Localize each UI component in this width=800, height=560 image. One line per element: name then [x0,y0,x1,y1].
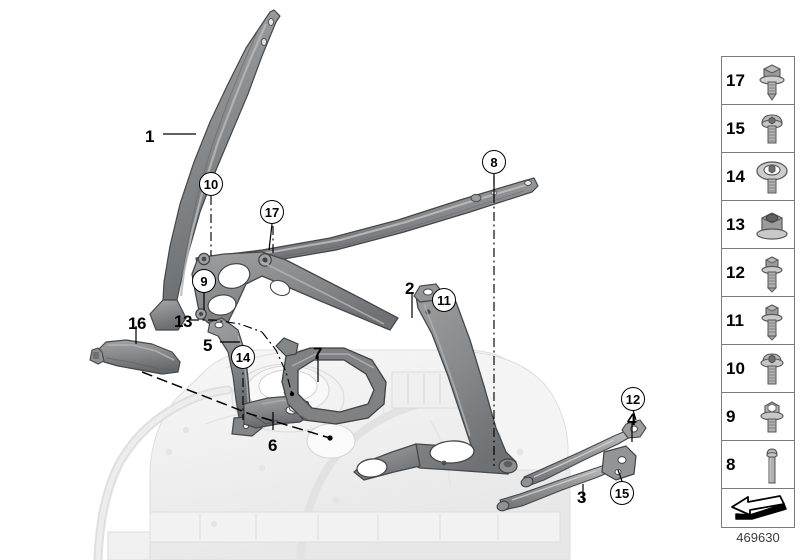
fastener-legend-panel: 17 15 [721,56,795,490]
callout-circled-14[interactable]: 14 [231,345,255,369]
torx-pan-head-bolt-icon [750,105,794,152]
part-3-tie-rod-lower [496,445,637,512]
hex-head-bolt-with-flange-washer-icon [750,57,794,104]
callout-circled-10[interactable]: 10 [199,172,223,196]
forward-direction-arrow-icon [731,495,787,520]
legend-number-10: 10 [726,358,745,378]
legend-number-8: 8 [726,455,736,474]
callout-2[interactable]: 2 [405,279,414,298]
legend-row-9[interactable]: 9 [722,393,794,441]
part-1-cowl-brace [149,9,281,331]
part-16-curved-bracket [89,339,181,375]
torx-large-flange-bolt-icon [750,153,794,200]
legend-number-9: 9 [726,406,736,426]
callout-circled-9[interactable]: 9 [192,269,216,293]
exploded-parts-diagram [89,9,647,560]
legend-row-13[interactable]: 13 [722,201,794,249]
part-7-ring-reinforcement [275,337,387,425]
legend-row-17[interactable]: 17 [722,57,794,105]
callout-circled-17[interactable]: 17 [260,200,284,224]
legend-row-15[interactable]: 15 [722,105,794,153]
callout-circled-12[interactable]: 12 [621,387,645,411]
leader-lines-solid [135,133,633,500]
legend-number-12: 12 [726,262,745,282]
legend-row-14[interactable]: 14 [722,153,794,201]
callout-3[interactable]: 3 [577,488,586,507]
callout-circled-8[interactable]: 8 [482,150,506,174]
callout-circled-15[interactable]: 15 [610,481,634,505]
hex-head-long-bolt-icon [750,441,794,489]
torx-flange-bolt-icon [750,345,794,392]
legend-number-13: 13 [726,214,745,234]
legend-number-14: 14 [726,166,745,186]
diagram-id-number: 469630 [736,530,780,545]
orientation-arrow-box [721,488,795,528]
callout-5[interactable]: 5 [203,336,212,355]
callout-13[interactable]: 13 [174,312,192,331]
callout-4[interactable]: 4 [627,410,636,429]
part-16-install-path [141,371,333,441]
callout-1[interactable]: 1 [145,127,154,146]
path-endpoint-dot [289,391,295,397]
part-4-tie-rod-upper [520,419,647,488]
axis-dash-dot-lines [210,176,495,466]
hex-flange-bolt-icon [750,249,794,296]
hex-flange-bolt-icon [750,297,794,344]
legend-number-17: 17 [726,70,745,90]
torx-flange-bolt-short-icon [750,393,794,440]
callout-circled-11[interactable]: 11 [432,288,456,312]
part-2-right-tower-brace [353,283,518,481]
callout-16[interactable]: 16 [128,314,146,333]
callout-7[interactable]: 7 [313,344,322,363]
legend-number-15: 15 [726,118,745,138]
legend-row-12[interactable]: 12 [722,249,794,297]
legend-row-8[interactable]: 8 [722,441,794,489]
hex-flange-nut-icon [750,201,794,248]
assembly-path-lines [190,319,293,395]
legend-row-10[interactable]: 10 [722,345,794,393]
left-tower-brace-plate [191,251,399,331]
legend-row-11[interactable]: 11 [722,297,794,345]
legend-number-11: 11 [726,310,744,330]
callout-6[interactable]: 6 [268,436,277,455]
